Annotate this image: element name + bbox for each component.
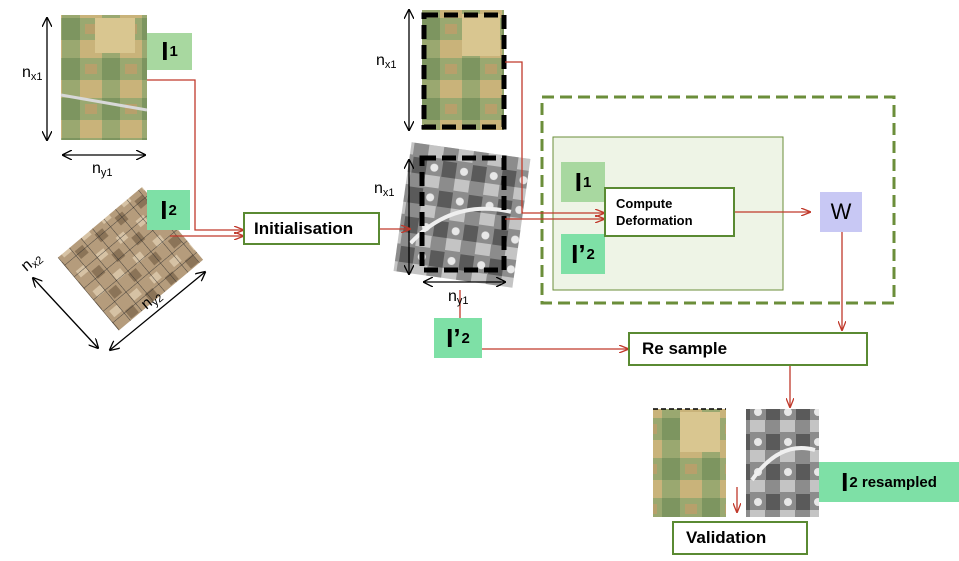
arrow-i1-to-compute <box>505 61 604 213</box>
image-i2-prime-middle <box>393 142 531 288</box>
compute-line1: Compute <box>616 196 673 211</box>
image-validation-color <box>653 408 726 517</box>
compute-deformation-box: Compute Deformation <box>604 187 735 237</box>
ny1-left-label: ny1 <box>92 160 113 179</box>
validation-box: Validation <box>672 521 808 555</box>
image-i1-middle <box>421 10 507 130</box>
image-i2-resampled <box>746 409 819 517</box>
ny1-middle-label: ny1 <box>448 288 469 307</box>
ny2-dimension-arrow <box>110 272 205 350</box>
label-i2-prime: I’2 <box>434 318 482 358</box>
compute-line2: Deformation <box>616 213 693 228</box>
label-i2-prime-inner: I’2 <box>561 234 605 274</box>
image-i1 <box>60 15 148 140</box>
nx1-left-label: nx1 <box>22 64 43 83</box>
arrow-i1-to-initialisation <box>147 79 243 230</box>
label-w: W <box>820 192 862 232</box>
nx1-middle-top-label: nx1 <box>376 52 397 71</box>
resample-box: Re sample <box>628 332 868 366</box>
nx1-middle-label: nx1 <box>374 180 395 199</box>
initialisation-box: Initialisation <box>243 212 380 245</box>
nx2-dimension-arrow <box>33 278 98 348</box>
deformation-dashed-frame <box>540 95 896 305</box>
